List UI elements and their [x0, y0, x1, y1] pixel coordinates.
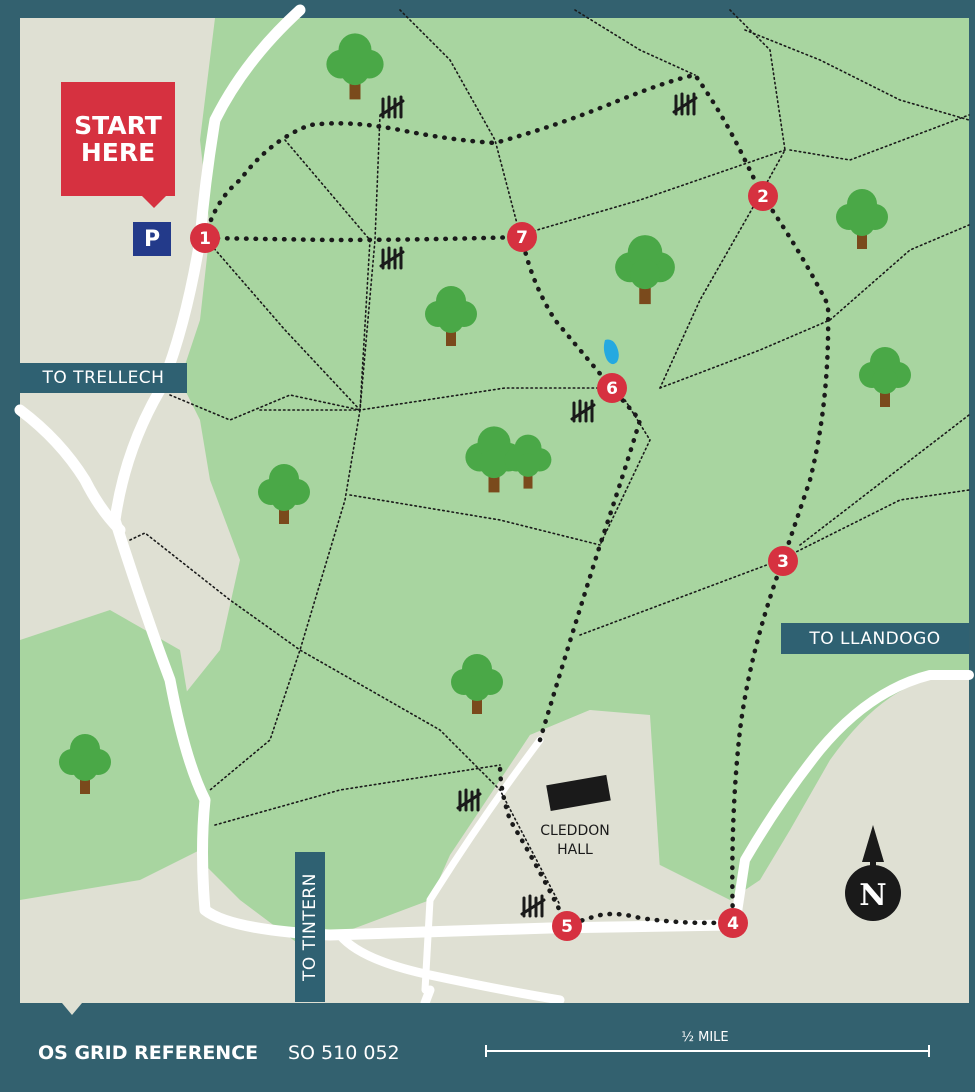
- pond-icon: [603, 339, 619, 365]
- cleddon-hall-building: [546, 774, 611, 812]
- svg-text:4: 4: [727, 914, 739, 934]
- waypoint-2: 2: [748, 181, 778, 211]
- grid-reference-title: OS GRID REFERENCE: [38, 1042, 259, 1064]
- compass-label: N: [859, 878, 886, 913]
- road-label-text: TO TRELLECH: [42, 368, 165, 388]
- svg-text:7: 7: [516, 228, 528, 248]
- building-label-line2: HALL: [557, 842, 593, 858]
- building-label-line1: CLEDDON: [540, 823, 610, 839]
- scale-bar: [485, 1045, 930, 1057]
- waypoint-3: 3: [768, 546, 798, 576]
- walk-route: [202, 72, 831, 928]
- waypoint-6: 6: [597, 373, 627, 403]
- stile-icon: [379, 246, 405, 270]
- footer-bar: [0, 1003, 975, 1092]
- woodland-area-west: [20, 610, 200, 900]
- north-arrow-icon: [845, 825, 901, 921]
- grid-reference-value: SO 510 052: [288, 1042, 400, 1064]
- stile-icon: [456, 788, 482, 812]
- road-label-llandogo: TO LLANDOGO: [781, 623, 969, 654]
- woodland-area: [180, 18, 969, 945]
- start-sign-line1: START: [74, 111, 162, 140]
- road-label-trellech: TO TRELLECH: [20, 363, 187, 393]
- svg-text:3: 3: [777, 552, 789, 572]
- start-here-sign: START HERE: [61, 82, 175, 208]
- road-label-tintern: TO TINTERN: [295, 852, 325, 1002]
- parking-icon: P: [133, 222, 171, 256]
- road-label-text: TO TINTERN: [300, 873, 321, 981]
- stile-icon: [570, 399, 596, 423]
- waypoint-1: 1: [190, 223, 220, 253]
- stiles: [379, 92, 698, 918]
- svg-text:6: 6: [606, 379, 618, 399]
- scale-label: ½ MILE: [681, 1030, 729, 1045]
- svg-text:2: 2: [757, 187, 769, 207]
- road-label-text: TO LLANDOGO: [809, 628, 941, 649]
- waypoint-4: 4: [718, 908, 748, 938]
- svg-text:5: 5: [561, 917, 573, 937]
- stile-icon: [520, 894, 546, 918]
- start-sign-line2: HERE: [80, 138, 156, 167]
- footpaths: [129, 9, 970, 906]
- svg-text:1: 1: [199, 229, 211, 249]
- waypoint-7: 7: [507, 222, 537, 252]
- roads: [14, 4, 974, 1008]
- building-label: CLEDDON HALL: [535, 822, 615, 860]
- waypoint-5: 5: [552, 911, 582, 941]
- stile-icon: [379, 95, 405, 119]
- stile-icon: [672, 92, 698, 116]
